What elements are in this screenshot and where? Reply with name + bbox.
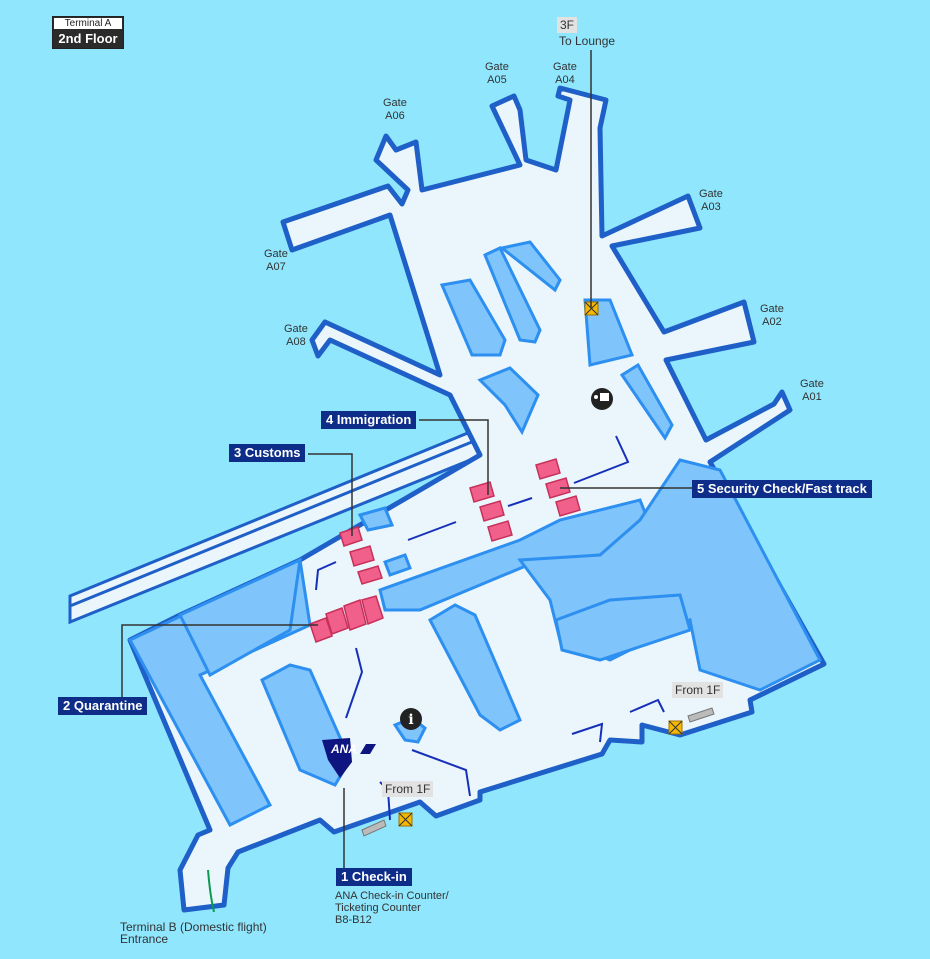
floor-name: 2nd Floor bbox=[58, 31, 118, 46]
elevator-icon bbox=[584, 301, 599, 316]
step-immigration[interactable]: 4 Immigration bbox=[321, 411, 417, 429]
step-security[interactable]: 5 Security Check/Fast track bbox=[692, 480, 872, 498]
from-1f-label: From 1F bbox=[382, 781, 434, 797]
svg-text:i: i bbox=[408, 712, 413, 728]
elevator-icon bbox=[398, 812, 413, 827]
terminal-name: Terminal A bbox=[54, 18, 122, 29]
terminal-b-entrance: Terminal B (Domestic flight)Entrance bbox=[120, 920, 267, 946]
terminal-b-arrow bbox=[207, 869, 215, 913]
elevator-icon bbox=[668, 720, 683, 735]
ana-logo: ANA bbox=[330, 742, 357, 756]
step-customs[interactable]: 3 Customs bbox=[229, 444, 306, 462]
step-quarantine[interactable]: 2 Quarantine bbox=[58, 697, 148, 715]
escalator-icon bbox=[361, 707, 715, 837]
lounge-floor: 3F bbox=[557, 17, 578, 33]
floor-blocks bbox=[127, 240, 823, 827]
route-arrows bbox=[315, 435, 665, 821]
callout-lines bbox=[121, 50, 692, 868]
floor-indicator: Terminal A 2nd Floor bbox=[52, 16, 124, 49]
step-checkin[interactable]: 1 Check-in bbox=[336, 868, 412, 886]
ana-counter bbox=[322, 738, 352, 778]
info-icon: i bbox=[400, 708, 422, 730]
counters bbox=[309, 458, 581, 643]
from-1f-label: From 1F bbox=[672, 682, 724, 698]
baggage-icon bbox=[591, 388, 613, 410]
lounge-label: To Lounge bbox=[559, 34, 616, 48]
